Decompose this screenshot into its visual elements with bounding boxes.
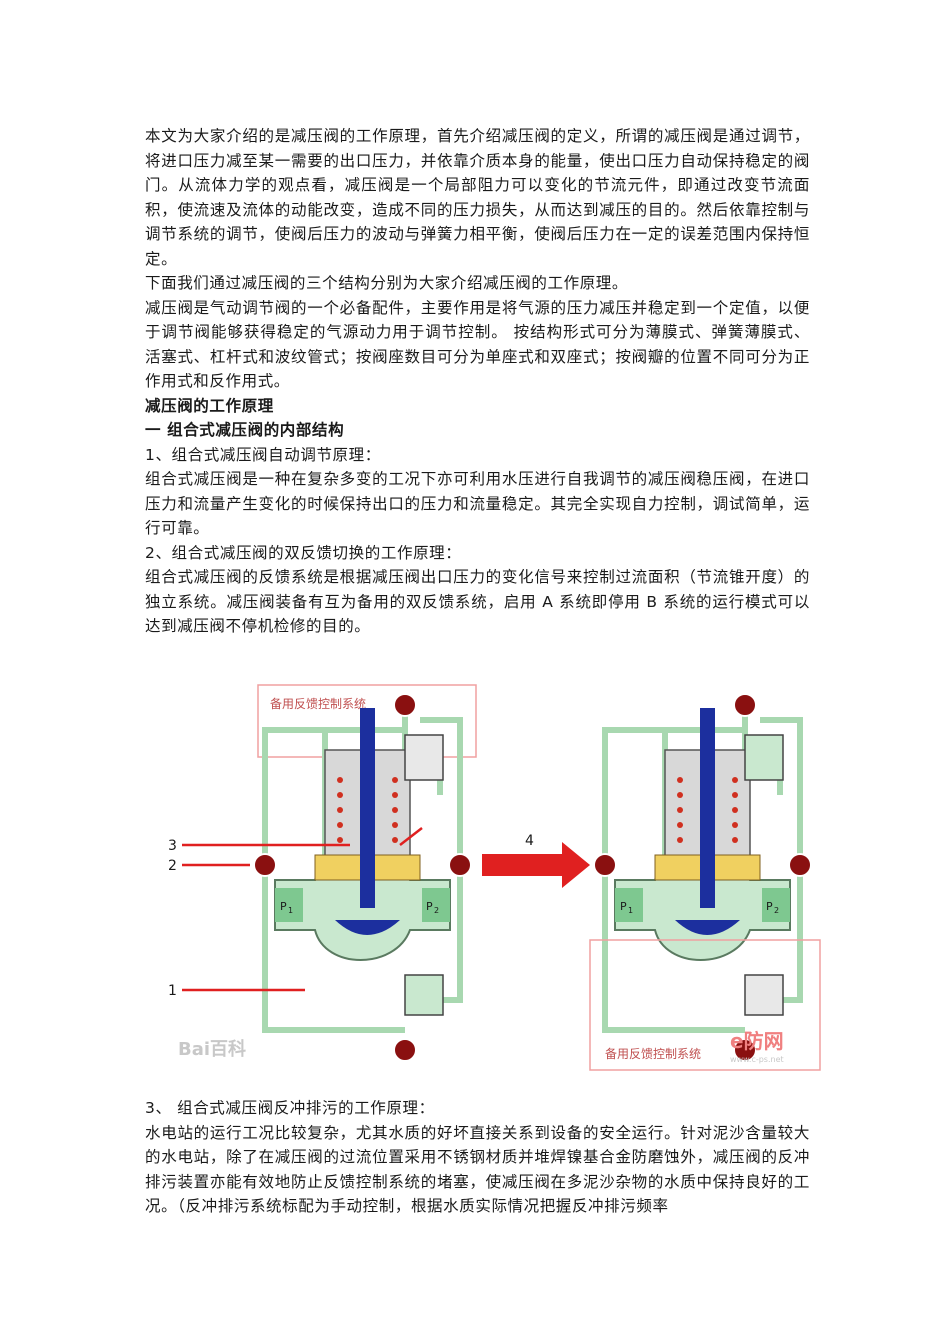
left-p1-label: P — [280, 900, 287, 913]
left-spring — [337, 777, 398, 843]
intro-paragraph: 本文为大家介绍的是减压阀的工作原理，首先介绍减压阀的定义，所谓的减压阀是通过调节… — [145, 127, 810, 268]
right-pilot-top — [744, 734, 784, 781]
watermark-cps: e防网 — [730, 1029, 784, 1053]
right-plug — [675, 920, 740, 935]
right-stem — [700, 708, 715, 908]
label-4: 4 — [525, 833, 534, 849]
label-1: 1 — [168, 983, 177, 999]
svg-text:1: 1 — [288, 906, 293, 915]
heading-working-principle: 减压阀的工作原理 — [145, 396, 274, 415]
backup-label-left: 备用反馈控制系统 — [270, 697, 366, 711]
subheading-1-text: 组合式减压阀是一种在复杂多变的工况下亦可利用水压进行自我调节的减压阀稳压阀，在进… — [145, 470, 810, 537]
backup-box-bottom — [589, 939, 821, 1071]
right-outlet — [762, 888, 790, 922]
svg-text:1: 1 — [628, 906, 633, 915]
paragraph-2: 下面我们通过减压阀的三个结构分别为大家介绍减压阀的工作原理。 — [145, 274, 629, 292]
label-2: 2 — [168, 858, 177, 874]
left-callouts — [182, 827, 423, 992]
right-gauges — [593, 693, 812, 1062]
section-3: 3、 组合式减压阀反冲排污的工作原理： 水电站的运行工况比较复杂，尤其水质的好坏… — [145, 1096, 810, 1219]
right-valve-diagram: P 1 P 2 备用反馈控制系统 e防网 www.c-ps.net — [589, 693, 821, 1071]
right-pilot-bottom — [744, 974, 784, 1016]
svg-text:2: 2 — [774, 906, 779, 915]
left-p2-label: P — [426, 900, 433, 913]
valve-diagram-figure: 备用反馈控制系统 P 1 P 2 — [168, 684, 821, 1071]
left-stem — [360, 708, 375, 908]
subheading-3: 3、 组合式减压阀反冲排污的工作原理： — [145, 1099, 435, 1117]
left-plug — [335, 920, 400, 935]
backup-label-right: 备用反馈控制系统 — [605, 1047, 701, 1061]
right-inlet — [615, 888, 643, 922]
left-pilot-bottom — [404, 974, 444, 1016]
subheading-1: 1、组合式减压阀自动调节原理： — [145, 445, 381, 464]
right-spring — [677, 777, 738, 843]
left-gauges — [253, 693, 472, 1062]
left-valve-diagram: 备用反馈控制系统 P 1 P 2 — [168, 684, 477, 1062]
document-body: 本文为大家介绍的是减压阀的工作原理，首先介绍减压阀的定义，所谓的减压阀是通过调节… — [145, 124, 810, 639]
right-p2-label: P — [766, 900, 773, 913]
right-p1-label: P — [620, 900, 627, 913]
paragraph-3: 减压阀是气动调节阀的一个必备配件，主要作用是将气源的压力减压并稳定到一个定值，以… — [145, 298, 810, 391]
subheading-3-text: 水电站的运行工况比较复杂，尤其水质的好坏直接关系到设备的安全运行。针对泥沙含量较… — [145, 1123, 810, 1216]
subheading-2: 2、组合式减压阀的双反馈切换的工作原理： — [145, 543, 462, 562]
label-3: 3 — [168, 838, 177, 854]
left-pilot-top — [404, 734, 444, 781]
left-inlet — [275, 888, 303, 922]
transition-arrow: 4 — [482, 833, 590, 888]
heading-section-1: 一 组合式减压阀的内部结构 — [145, 421, 345, 439]
left-outlet — [422, 888, 450, 922]
watermark-cps-url: www.c-ps.net — [730, 1055, 784, 1064]
subheading-2-text: 组合式减压阀的反馈系统是根据减压阀出口压力的变化信号来控制过流面积（节流锥开度）… — [145, 568, 810, 635]
watermark-baidu: Bai百科 — [178, 1038, 246, 1060]
svg-text:2: 2 — [434, 906, 439, 915]
